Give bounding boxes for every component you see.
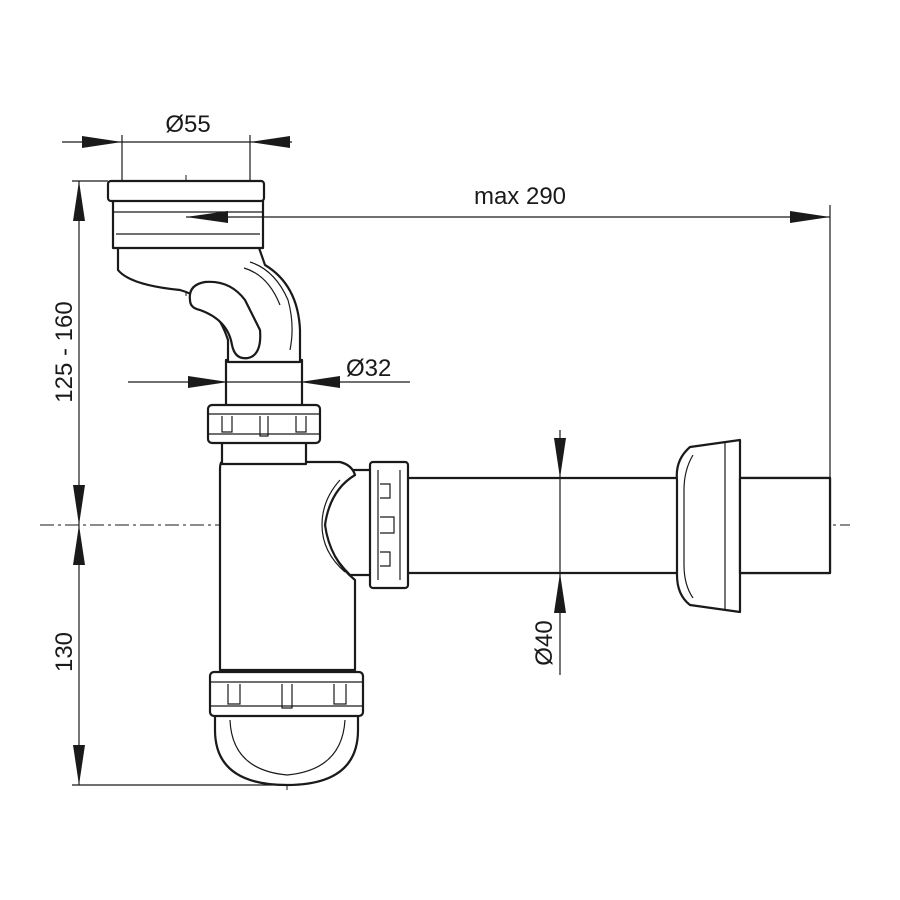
dim-outlet-length: max 290: [186, 183, 831, 478]
wall-pipe-end: [738, 476, 832, 575]
cup-union-nut: [208, 670, 365, 718]
inlet-elbow: [106, 179, 302, 364]
label-outlet-diameter: Ø40: [531, 620, 558, 665]
dim-trap-depth: 130: [51, 525, 287, 786]
cup-bowl: [213, 713, 360, 787]
dim-inlet-diameter: Ø55: [62, 111, 292, 182]
outlet-tube: [403, 438, 832, 614]
outlet-union-nut: [368, 460, 410, 590]
dim-tube-diameter: Ø32: [128, 355, 410, 388]
bottle-cylinder: [218, 460, 357, 672]
tube-union-nut: [206, 403, 322, 445]
label-trap-depth: 130: [51, 632, 78, 672]
dip-tube: [224, 358, 304, 412]
bottom-cup: [208, 670, 365, 787]
dim-outlet-diameter: Ø40: [531, 430, 566, 675]
inlet-rim: [106, 179, 266, 203]
label-outlet-length: max 290: [474, 183, 566, 210]
label-inlet-height: 125 - 160: [51, 301, 78, 402]
elbow-opening: [188, 280, 262, 360]
inlet-socket: [111, 198, 265, 250]
bottle-body: [218, 460, 410, 672]
wall-rosette: [675, 438, 742, 614]
label-tube-diameter: Ø32: [346, 355, 391, 382]
vertical-tube: [206, 358, 322, 466]
label-inlet-diameter: Ø55: [165, 111, 210, 138]
dim-inlet-height: 125 - 160: [51, 180, 108, 525]
